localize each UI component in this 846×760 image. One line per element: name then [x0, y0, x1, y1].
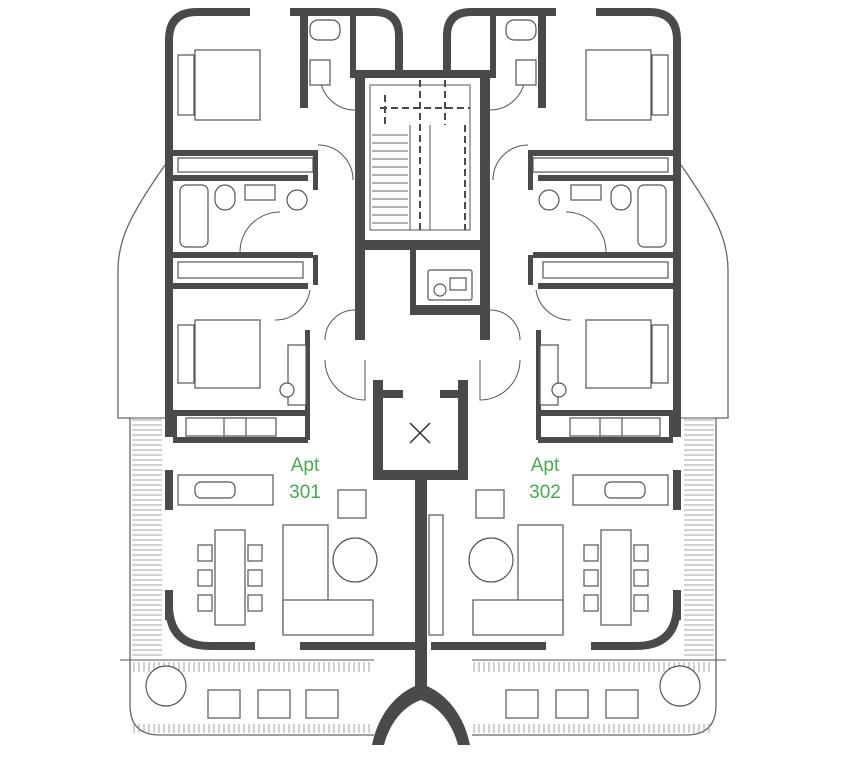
balcony-furniture — [145, 665, 701, 719]
deck-hatch-right — [473, 419, 714, 733]
chair — [583, 594, 599, 612]
unit-label-301: Apt 301 — [270, 452, 340, 506]
furniture-apt-302 — [428, 19, 669, 636]
chair — [247, 544, 263, 562]
chair — [247, 569, 263, 587]
lift-shaft — [373, 380, 468, 480]
door-swings — [239, 74, 607, 401]
chair — [247, 594, 263, 612]
unit-label-302-line1: Apt — [530, 455, 560, 476]
unit-label-302-line2: 302 — [529, 482, 561, 503]
party-wall — [372, 478, 470, 745]
chair — [583, 544, 599, 562]
stair-core — [355, 70, 490, 340]
chair — [633, 544, 649, 562]
chair — [583, 569, 599, 587]
walls-apt-302 — [431, 8, 681, 650]
chair — [197, 594, 213, 612]
unit-label-301-line2: 301 — [289, 482, 321, 503]
unit-label-302: Apt 302 — [510, 452, 580, 506]
furniture-apt-301 — [177, 19, 378, 636]
walls-apt-301 — [165, 8, 415, 650]
stair-lift-icon — [427, 269, 473, 301]
stair-treads — [372, 134, 408, 224]
chair — [633, 569, 649, 587]
chair — [633, 594, 649, 612]
unit-label-301-line1: Apt — [290, 455, 320, 476]
chair — [197, 569, 213, 587]
deck-hatch-left — [132, 419, 370, 733]
chair — [197, 544, 213, 562]
